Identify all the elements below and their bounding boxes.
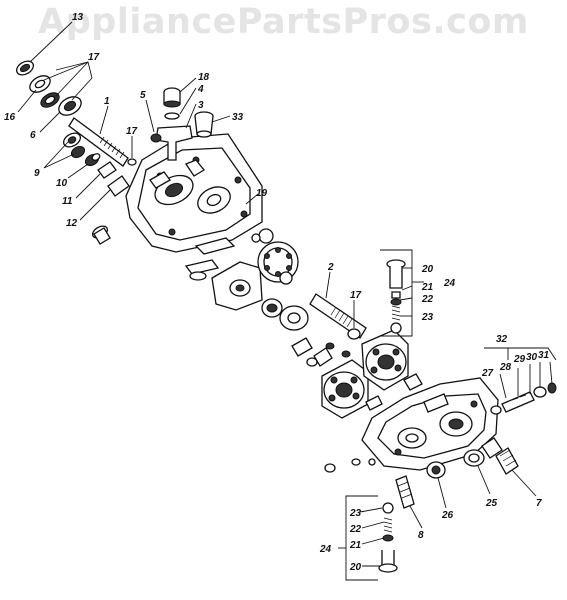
part-24-charge-relief-lower [378, 502, 398, 573]
part-17-shaft-seal [347, 328, 361, 340]
label-13: 13 [72, 12, 84, 23]
label-20-lower: 20 [349, 562, 362, 573]
label-21-upper: 21 [421, 282, 434, 293]
bearing-retainer [211, 261, 263, 311]
label-5: 5 [140, 90, 146, 101]
part-33-filter-cap [194, 111, 214, 138]
label-1: 1 [104, 96, 110, 107]
bracket-17-top [55, 61, 93, 79]
label-9: 9 [34, 168, 40, 179]
label-31: 31 [538, 350, 550, 361]
label-7: 7 [536, 498, 542, 509]
center-section-housing [361, 377, 499, 471]
part-25-bearing [463, 449, 485, 467]
label-22-lower: 22 [349, 524, 362, 535]
part-8-plug [395, 475, 415, 509]
spacer-ring [251, 228, 274, 244]
label-25: 25 [485, 498, 498, 509]
label-17-lower: 17 [350, 290, 362, 301]
part-4-ring [164, 112, 180, 120]
label-23-lower: 23 [349, 508, 362, 519]
label-10: 10 [56, 178, 68, 189]
part-7-plug [495, 447, 519, 475]
label-3: 3 [198, 100, 204, 111]
part-16-washer [29, 75, 51, 93]
part-18-cap [163, 87, 181, 108]
fitting-right [481, 437, 503, 459]
label-19: 19 [256, 188, 268, 199]
label-28: 28 [499, 362, 512, 373]
lower-bolts [324, 458, 376, 473]
part-32-bypass-valve [490, 382, 557, 415]
label-24-lower: 24 [319, 544, 332, 555]
cylinder-block-right [361, 329, 409, 391]
part-1-input-shaft [68, 117, 129, 167]
part-10-gear [84, 153, 101, 167]
part-5-pin [150, 133, 162, 143]
label-33: 33 [232, 112, 244, 123]
label-27: 27 [481, 368, 494, 379]
label-29: 29 [513, 354, 526, 365]
label-17-mid: 17 [126, 126, 138, 137]
label-21-lower: 21 [349, 540, 362, 551]
part-17-seal-ring [40, 92, 60, 108]
part-24-charge-relief-upper [386, 259, 406, 334]
part-6-bearing [58, 96, 82, 116]
part-12-spacer [107, 175, 130, 197]
label-11: 11 [62, 196, 73, 207]
label-18: 18 [198, 72, 210, 83]
label-23-upper: 23 [421, 312, 434, 323]
label-20-upper: 20 [421, 264, 434, 275]
leader-lines [17, 21, 553, 567]
cylinder-block-left [321, 359, 369, 419]
label-12: 12 [66, 218, 78, 229]
part-11-sleeve [97, 161, 117, 179]
part-19-upper-housing [125, 133, 263, 253]
label-26: 26 [441, 510, 454, 521]
label-17-top: 17 [88, 52, 100, 63]
part-26-seal [426, 461, 446, 479]
label-32: 32 [496, 334, 508, 345]
part-2-output-shaft [309, 293, 367, 339]
label-6: 6 [30, 130, 36, 141]
label-16: 16 [4, 112, 16, 123]
bracket-24-lower [338, 495, 378, 581]
part-13-retaining-ring [15, 60, 35, 76]
label-8: 8 [418, 530, 424, 541]
part-17-small-ring [127, 158, 137, 166]
small-bushings [365, 373, 423, 411]
needle-bearing [261, 298, 283, 318]
callout-labels: 13 17 16 6 1 9 10 11 12 17 5 18 4 3 33 1… [4, 12, 550, 573]
label-24-upper: 24 [443, 278, 456, 289]
spring-washer [279, 271, 293, 285]
label-4: 4 [197, 84, 204, 95]
watermark: AppliancePartsPros.com [38, 2, 529, 42]
bracket-24-upper [380, 249, 424, 337]
bracket-32 [484, 347, 557, 361]
thrust-washer [279, 305, 309, 331]
thrust-shoes [184, 237, 236, 281]
check-valves [291, 337, 351, 367]
label-30: 30 [526, 352, 538, 363]
plug-left [91, 225, 111, 245]
label-2: 2 [327, 262, 334, 273]
part-9-seals [62, 132, 86, 159]
label-22-upper: 22 [421, 294, 434, 305]
